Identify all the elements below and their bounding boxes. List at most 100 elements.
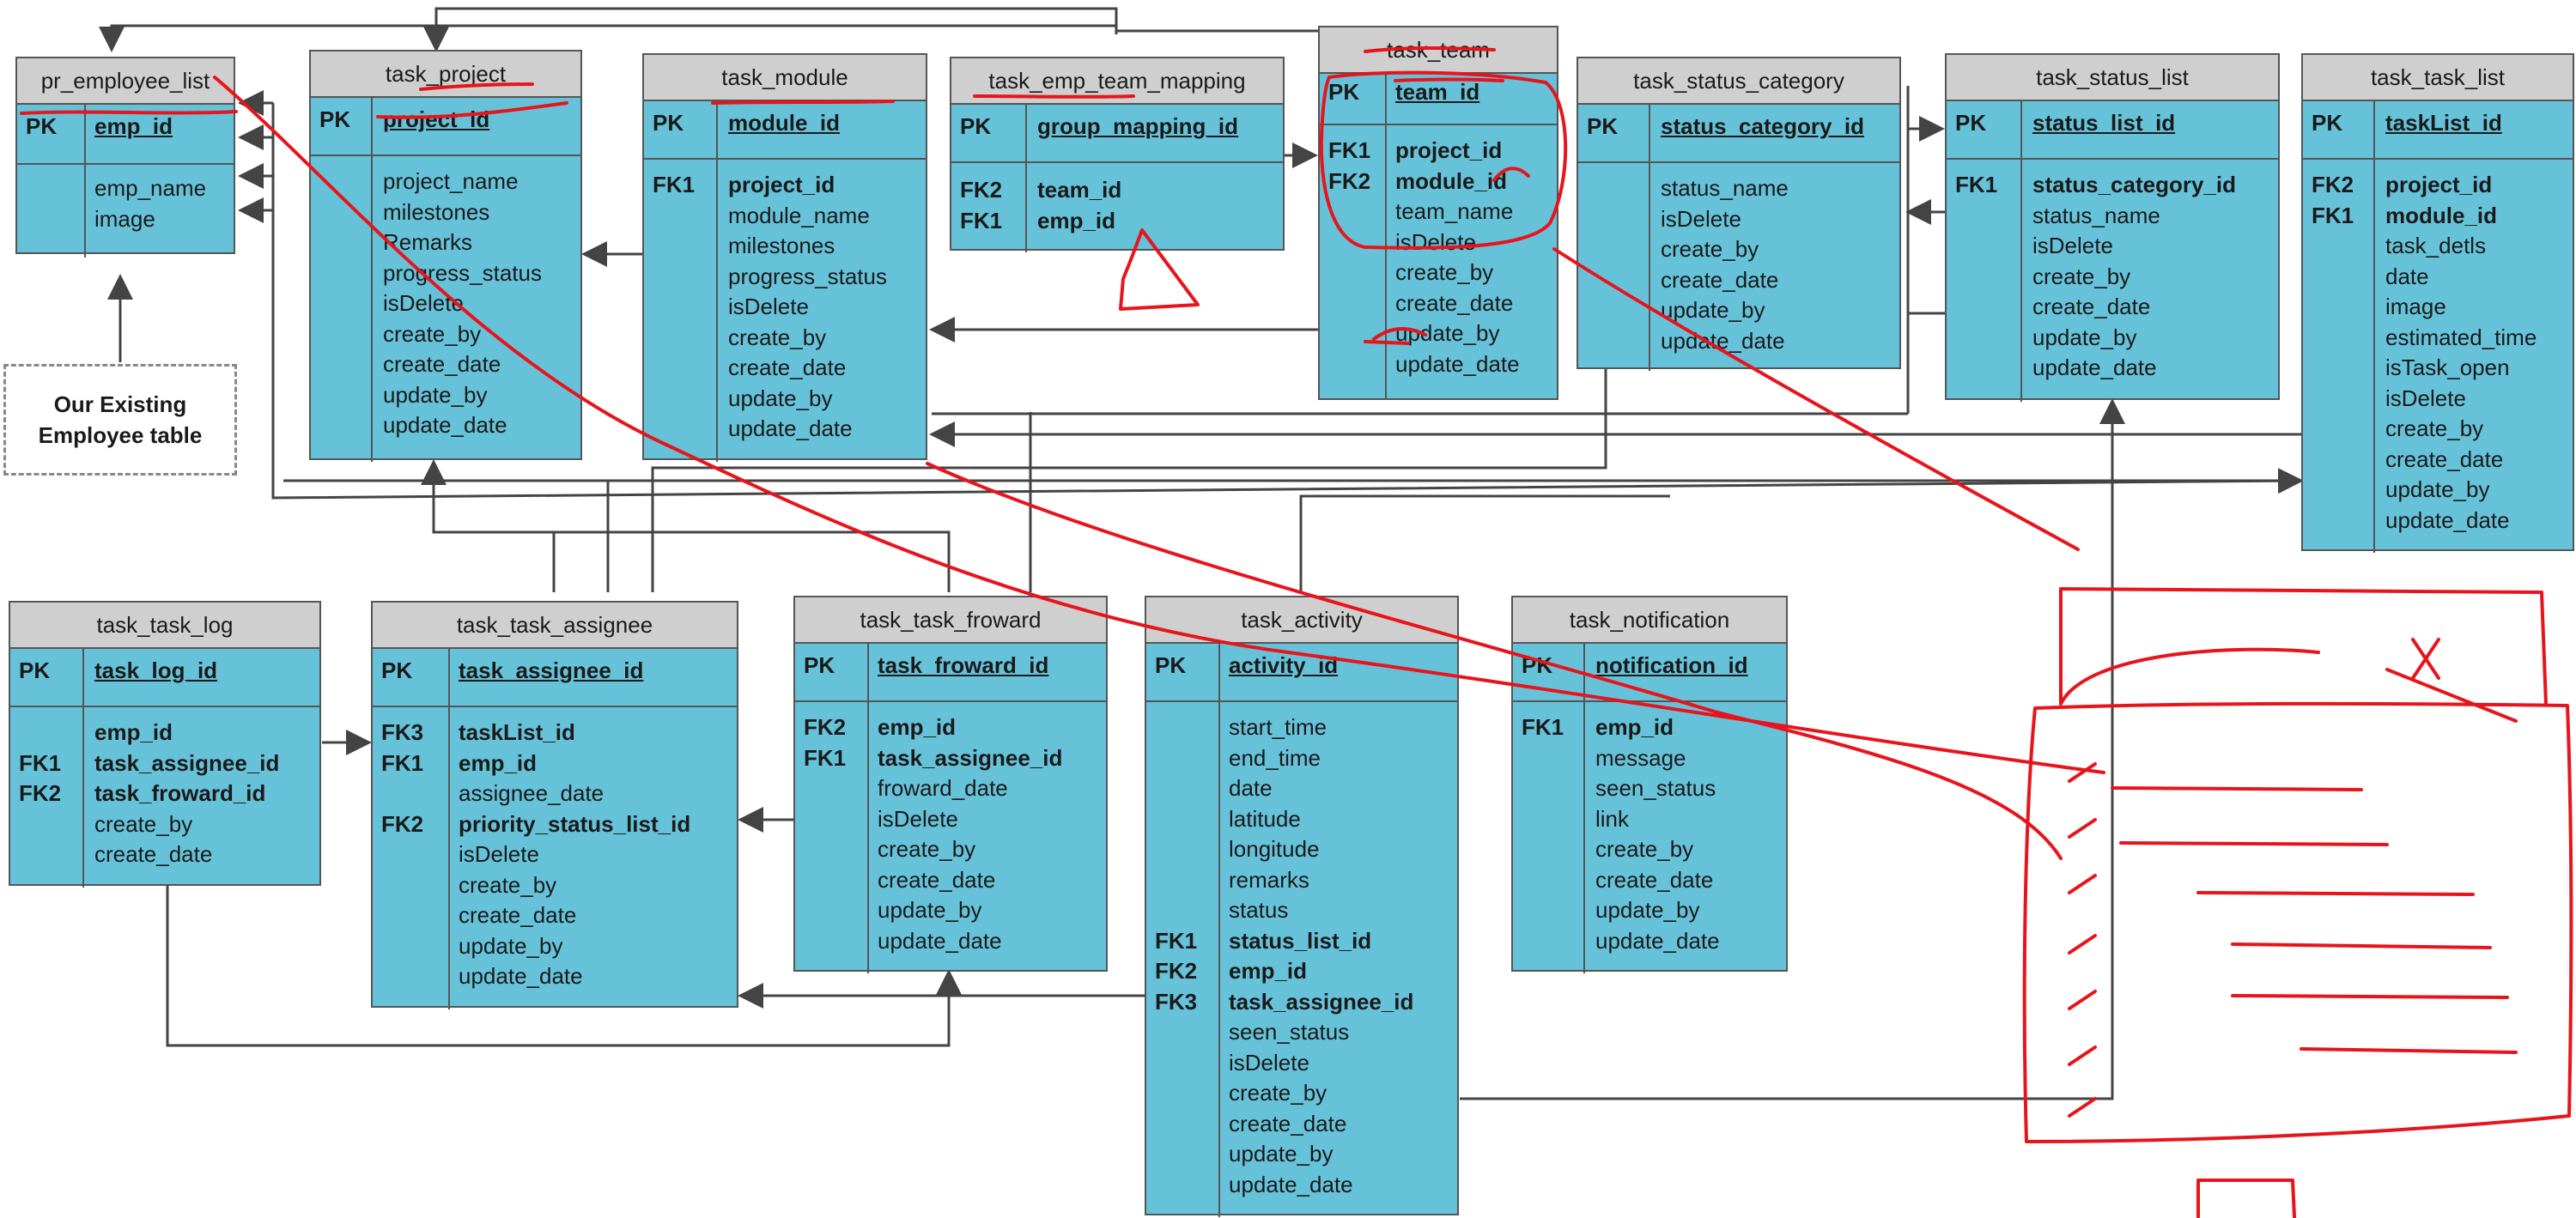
- field: start_time: [1229, 714, 1327, 740]
- pk-label: PK: [1155, 652, 1187, 678]
- field: project_name: [383, 168, 519, 194]
- field: update_date: [2385, 506, 2510, 533]
- pk-field: task_froward_id: [878, 652, 1049, 678]
- field: create_date: [728, 354, 847, 380]
- fk-field: emp_id: [94, 719, 173, 745]
- field: create_date: [383, 351, 501, 377]
- note-line-2: Employee table: [38, 422, 203, 448]
- field: update_by: [2032, 324, 2137, 350]
- field: create_date: [1229, 1110, 1347, 1136]
- note-line-1: Our Existing: [53, 391, 187, 417]
- fk-field: project_id: [2385, 172, 2493, 197]
- fk-label: FK1: [653, 172, 696, 197]
- table-title: task_task_froward: [795, 597, 1106, 644]
- field: create_date: [2385, 445, 2504, 472]
- field: update_by: [2385, 476, 2490, 502]
- pk-field: notification_id: [1595, 652, 1748, 678]
- fk-field: emp_id: [1229, 958, 1308, 984]
- field: update_date: [1229, 1171, 1353, 1197]
- pk-label: PK: [960, 113, 992, 139]
- field: create_date: [459, 902, 577, 928]
- field: progress_status: [383, 259, 542, 286]
- pk-field: status_category_id: [1661, 113, 1864, 139]
- field: create_by: [2032, 263, 2131, 289]
- field: update_by: [383, 381, 488, 408]
- fk-label: FK1: [1522, 714, 1564, 740]
- pk-label: PK: [804, 652, 835, 678]
- field: isDelete: [728, 294, 809, 319]
- pk-label: PK: [653, 110, 684, 136]
- field: froward_date: [878, 775, 1008, 801]
- field: update_date: [2032, 354, 2157, 380]
- pk-field: project_id: [383, 106, 490, 132]
- pk-field: group_mapping_id: [1037, 113, 1238, 139]
- fk-label: FK2: [19, 780, 62, 806]
- field: progress_status: [728, 263, 887, 289]
- pk-label: PK: [1328, 79, 1360, 105]
- field: update_date: [459, 963, 583, 989]
- fk-label: FK1: [19, 749, 62, 776]
- field: status: [1229, 897, 1289, 923]
- field: Remarks: [383, 229, 473, 255]
- table-title: task_task_log: [10, 603, 319, 649]
- field: create_date: [94, 841, 213, 867]
- field: create_by: [94, 810, 193, 837]
- fk-field: task_assignee_id: [1229, 988, 1414, 1015]
- field: end_time: [1229, 744, 1321, 771]
- pk-field: team_id: [1395, 79, 1480, 105]
- field: status_name: [2032, 202, 2160, 228]
- field: create_by: [728, 324, 827, 350]
- field: create_date: [2032, 294, 2151, 319]
- fk-field: task_assignee_id: [878, 744, 1063, 771]
- field: update_date: [1661, 327, 1785, 354]
- fk-label: FK1: [960, 207, 1003, 233]
- field: create_by: [2385, 415, 2484, 441]
- pk-label: PK: [26, 113, 58, 139]
- table-title: task_task_list: [2303, 55, 2573, 101]
- table-task-task-froward[interactable]: task_task_froward PK task_froward_id FK2 e…: [793, 596, 1108, 973]
- pk-label: PK: [319, 106, 351, 132]
- fk-label: FK3: [1155, 988, 1198, 1015]
- fk-field: module_id: [2385, 202, 2498, 228]
- field: update_date: [878, 927, 1002, 954]
- fk-field: emp_id: [878, 714, 957, 740]
- field: update_date: [1595, 927, 1720, 954]
- field: longitude: [1229, 836, 1320, 862]
- pk-label: PK: [1522, 652, 1553, 678]
- field: message: [1595, 744, 1686, 771]
- fk-label: FK2: [1328, 167, 1371, 194]
- pk-label: PK: [381, 657, 413, 683]
- field: update_date: [383, 412, 507, 438]
- field: milestones: [728, 233, 835, 258]
- fk-label: FK2: [804, 714, 847, 740]
- fk-label: FK1: [1955, 172, 1998, 197]
- fk-field: emp_id: [1595, 714, 1674, 740]
- pk-field: status_list_id: [2032, 110, 2176, 136]
- fk-label: FK1: [2312, 202, 2354, 228]
- pk-label: PK: [1955, 110, 1987, 136]
- field: status_name: [1661, 175, 1789, 201]
- fk-field: task_froward_id: [94, 780, 266, 806]
- fk-label: FK2: [2312, 172, 2354, 197]
- field: update_by: [1395, 320, 1500, 346]
- field: isDelete: [2032, 233, 2113, 258]
- table-title: task_task_assignee: [373, 603, 737, 649]
- fk-label: FK2: [1155, 958, 1198, 984]
- fk-label: FK3: [381, 719, 424, 745]
- fk-field: emp_id: [459, 749, 538, 776]
- fk-field: task_assignee_id: [94, 749, 280, 776]
- field: image: [94, 205, 155, 232]
- field: create_by: [459, 871, 557, 898]
